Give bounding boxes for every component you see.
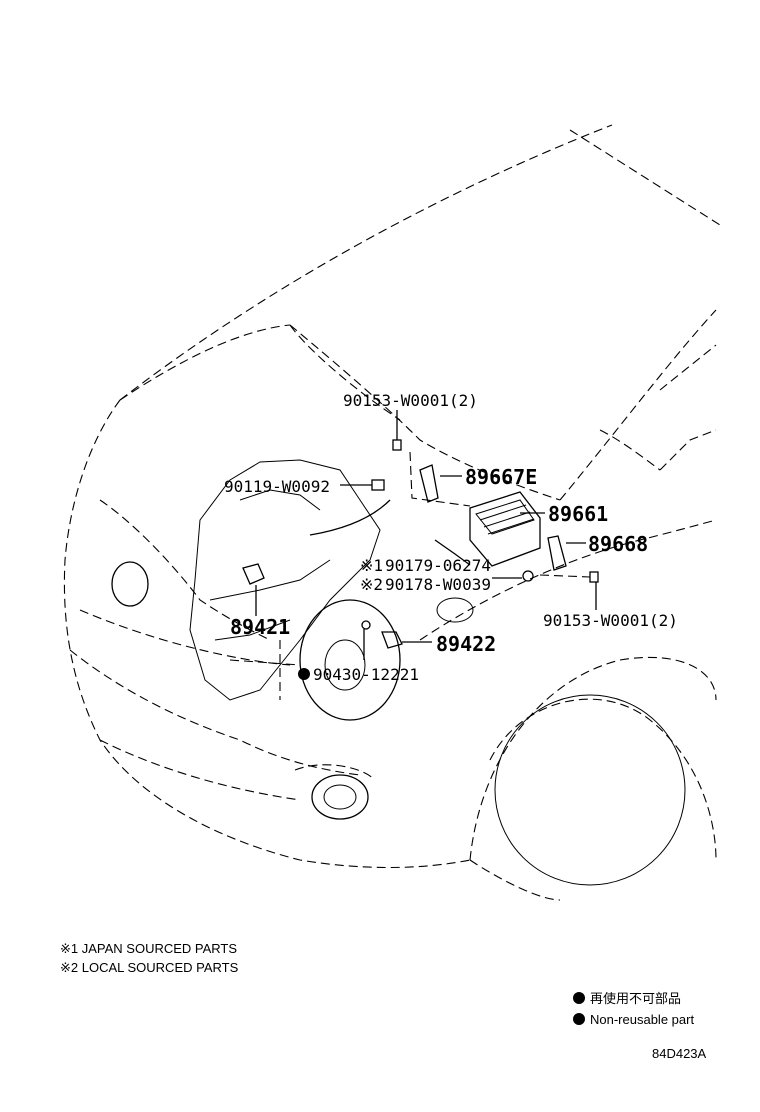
- diagram-code: 84D423A: [652, 1046, 707, 1061]
- hood-outline: [119, 124, 613, 401]
- non-reusable-mark-90430: [298, 668, 310, 680]
- a-pillar: [599, 429, 661, 471]
- hood-side-line: [289, 324, 401, 421]
- mark-2: ※2: [360, 575, 383, 594]
- legend-bullet-jp: [573, 992, 585, 1004]
- transmission-inner: [324, 639, 366, 691]
- mark-1: ※1: [360, 556, 383, 575]
- label-90178: 90178-W0039: [385, 575, 491, 594]
- headlamp-lens: [111, 561, 149, 607]
- label-90430: 90430-12221: [313, 665, 419, 684]
- fender-line: [419, 519, 717, 641]
- ecu-box: [469, 491, 541, 567]
- transmission: [299, 599, 401, 721]
- leader-90179: [434, 539, 471, 566]
- mirror: [659, 429, 717, 471]
- bolt-90153-bottom: [589, 571, 599, 583]
- label-89421: 89421: [230, 615, 290, 639]
- bolt-90119: [371, 479, 385, 491]
- hood-front-edge: [119, 324, 291, 401]
- label-89667e: 89667E: [465, 465, 537, 489]
- nut-90178: [522, 570, 534, 582]
- bumper-lower: [99, 739, 301, 801]
- engine-block: [189, 459, 381, 701]
- grille-upper: [79, 609, 291, 666]
- bracket-89668: [547, 535, 567, 571]
- wheel-arch-rear: [469, 859, 561, 901]
- engine-detail-3: [239, 489, 321, 511]
- bolt-90430: [361, 620, 371, 630]
- fender-arch: [469, 656, 717, 861]
- fog-lamp-inner: [323, 784, 357, 810]
- label-90119: 90119-W0092: [224, 477, 330, 496]
- legend-english: Non-reusable part: [590, 1012, 694, 1027]
- assembly-line-2: [539, 574, 591, 578]
- label-90153-bottom: 90153-W0001(2): [543, 611, 678, 630]
- engine-detail-2: [214, 619, 291, 641]
- note-local-sourced: ※2 LOCAL SOURCED PARTS: [60, 960, 239, 975]
- sensor-89421: [242, 563, 265, 585]
- hood-rear-edge: [569, 129, 721, 226]
- bracket-89667e: [419, 464, 439, 503]
- wheel-outer: [489, 698, 717, 861]
- wheel-inner: [494, 694, 686, 886]
- strut-tower: [436, 597, 474, 623]
- headlamp-outline: [99, 499, 271, 641]
- door-edge: [659, 344, 717, 391]
- hood-crease: [289, 324, 561, 501]
- label-89668: 89668: [588, 532, 648, 556]
- label-90153-top: 90153-W0001(2): [343, 391, 478, 410]
- label-89422: 89422: [436, 632, 496, 656]
- label-89661: 89661: [548, 502, 608, 526]
- fog-lamp: [311, 774, 369, 820]
- note-japan-sourced: ※1 JAPAN SOURCED PARTS: [60, 941, 237, 956]
- fog-lamp-bezel: [294, 764, 376, 781]
- legend-japanese: 再使用不可部品: [590, 991, 681, 1006]
- ecu-box-ribs: [479, 504, 535, 535]
- assembly-line-1: [409, 451, 471, 507]
- engine-detail-1: [209, 559, 331, 601]
- engine-wire: [309, 499, 391, 536]
- sensor-89422: [381, 631, 403, 649]
- windshield-base: [559, 309, 717, 501]
- legend-bullet-en: [573, 1013, 585, 1025]
- label-90179: 90179-06274: [385, 556, 491, 575]
- bolt-90153-top: [392, 439, 402, 451]
- leader-90430-h: [229, 659, 301, 666]
- ecu-box-face: [475, 499, 535, 535]
